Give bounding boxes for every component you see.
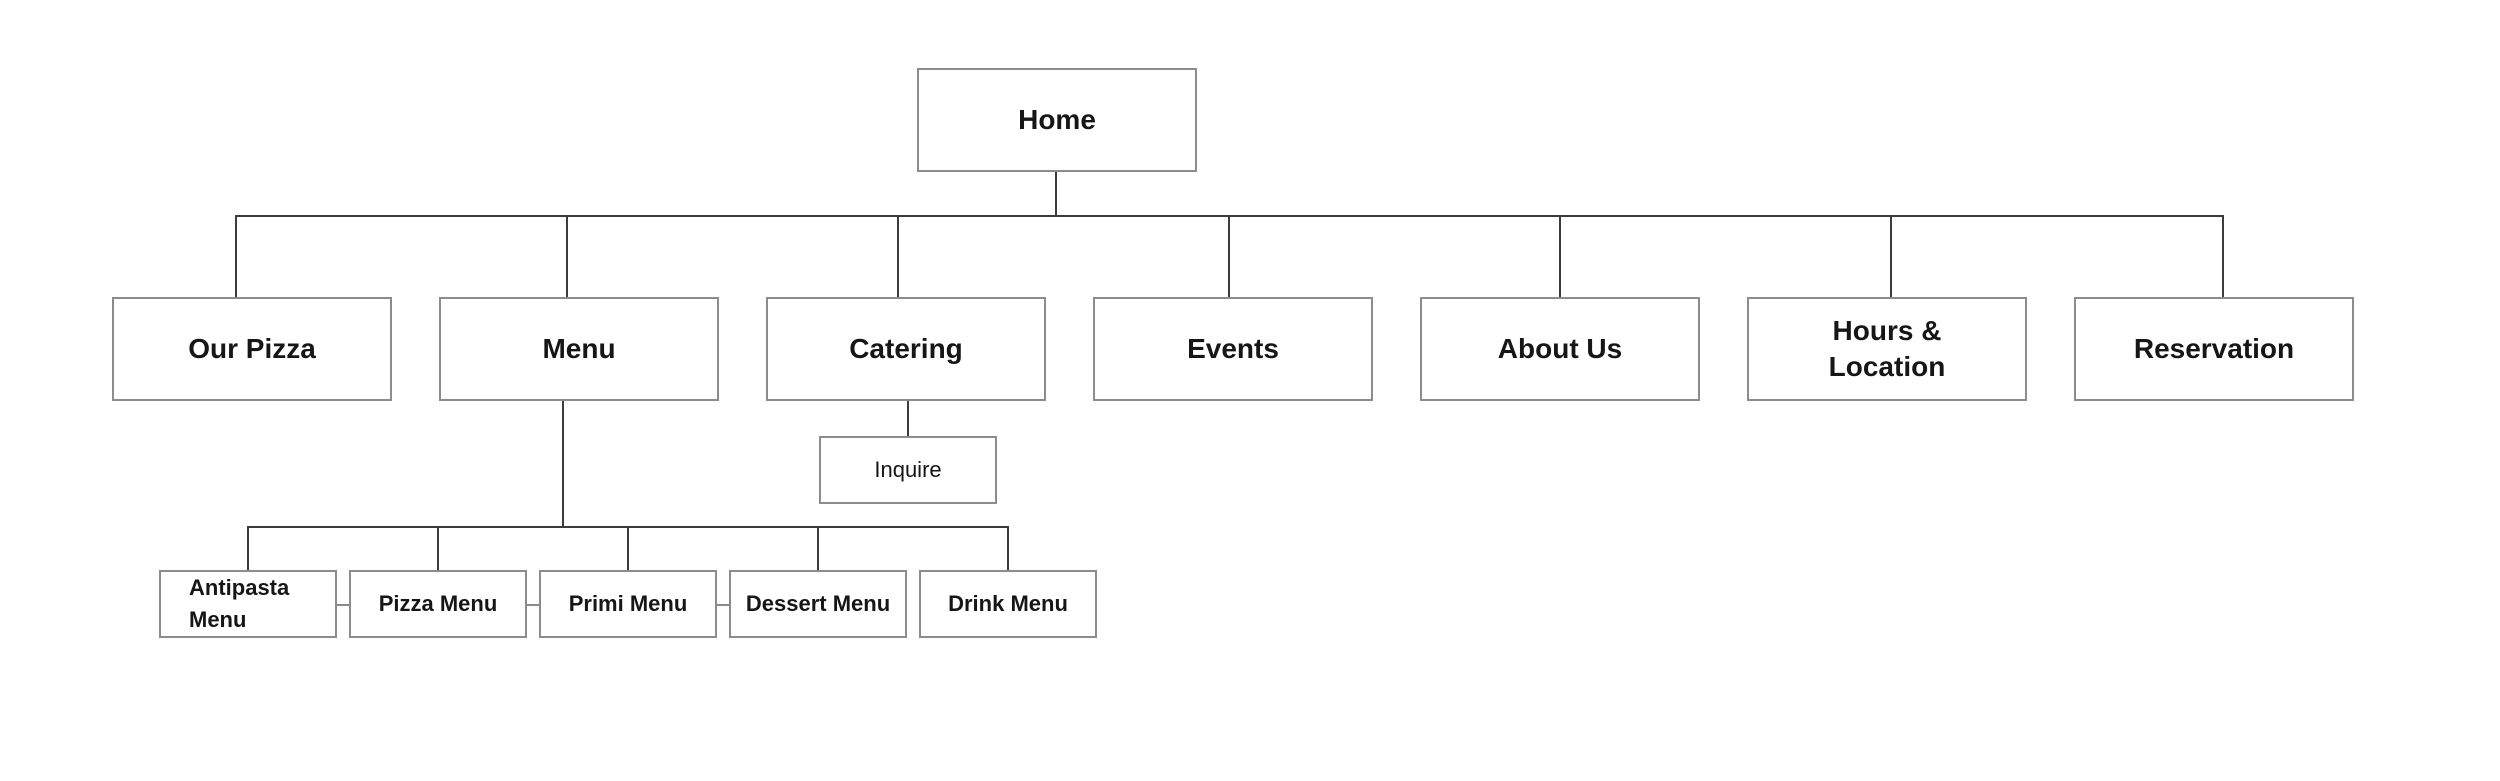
node-menu[interactable]: Menu (439, 297, 719, 401)
node-pizza-menu-label: Pizza Menu (378, 590, 498, 616)
node-inquire[interactable]: Inquire (819, 436, 997, 504)
node-drink-menu[interactable]: Drink Menu (919, 570, 1097, 638)
node-our-pizza-label: Our Pizza (188, 332, 316, 364)
node-dessert-menu[interactable]: Dessert Menu (729, 570, 907, 638)
node-primi-menu[interactable]: Primi Menu (539, 570, 717, 638)
node-about-us-label: About Us (1497, 332, 1623, 364)
node-home-label: Home (1018, 103, 1096, 135)
node-antipasta-menu[interactable]: Antipasta Menu (159, 570, 337, 638)
node-drink-menu-label: Drink Menu (948, 590, 1068, 616)
node-catering-label: Catering (849, 332, 963, 364)
node-events-label: Events (1187, 332, 1279, 364)
node-hours-location[interactable]: Hours & Location (1747, 297, 2027, 401)
node-hours-location-label: Hours & Location (1828, 314, 1946, 382)
node-reservation[interactable]: Reservation (2074, 297, 2354, 401)
node-about-us[interactable]: About Us (1420, 297, 1700, 401)
node-catering[interactable]: Catering (766, 297, 1046, 401)
node-menu-label: Menu (542, 332, 616, 364)
node-our-pizza[interactable]: Our Pizza (112, 297, 392, 401)
node-antipasta-menu-label: Antipasta Menu (189, 575, 290, 632)
node-dessert-menu-label: Dessert Menu (745, 590, 891, 616)
node-home[interactable]: Home (917, 68, 1197, 172)
node-events[interactable]: Events (1093, 297, 1373, 401)
node-reservation-label: Reservation (2133, 332, 2295, 364)
node-inquire-label: Inquire (874, 456, 942, 482)
node-pizza-menu[interactable]: Pizza Menu (349, 570, 527, 638)
node-primi-menu-label: Primi Menu (568, 590, 688, 616)
